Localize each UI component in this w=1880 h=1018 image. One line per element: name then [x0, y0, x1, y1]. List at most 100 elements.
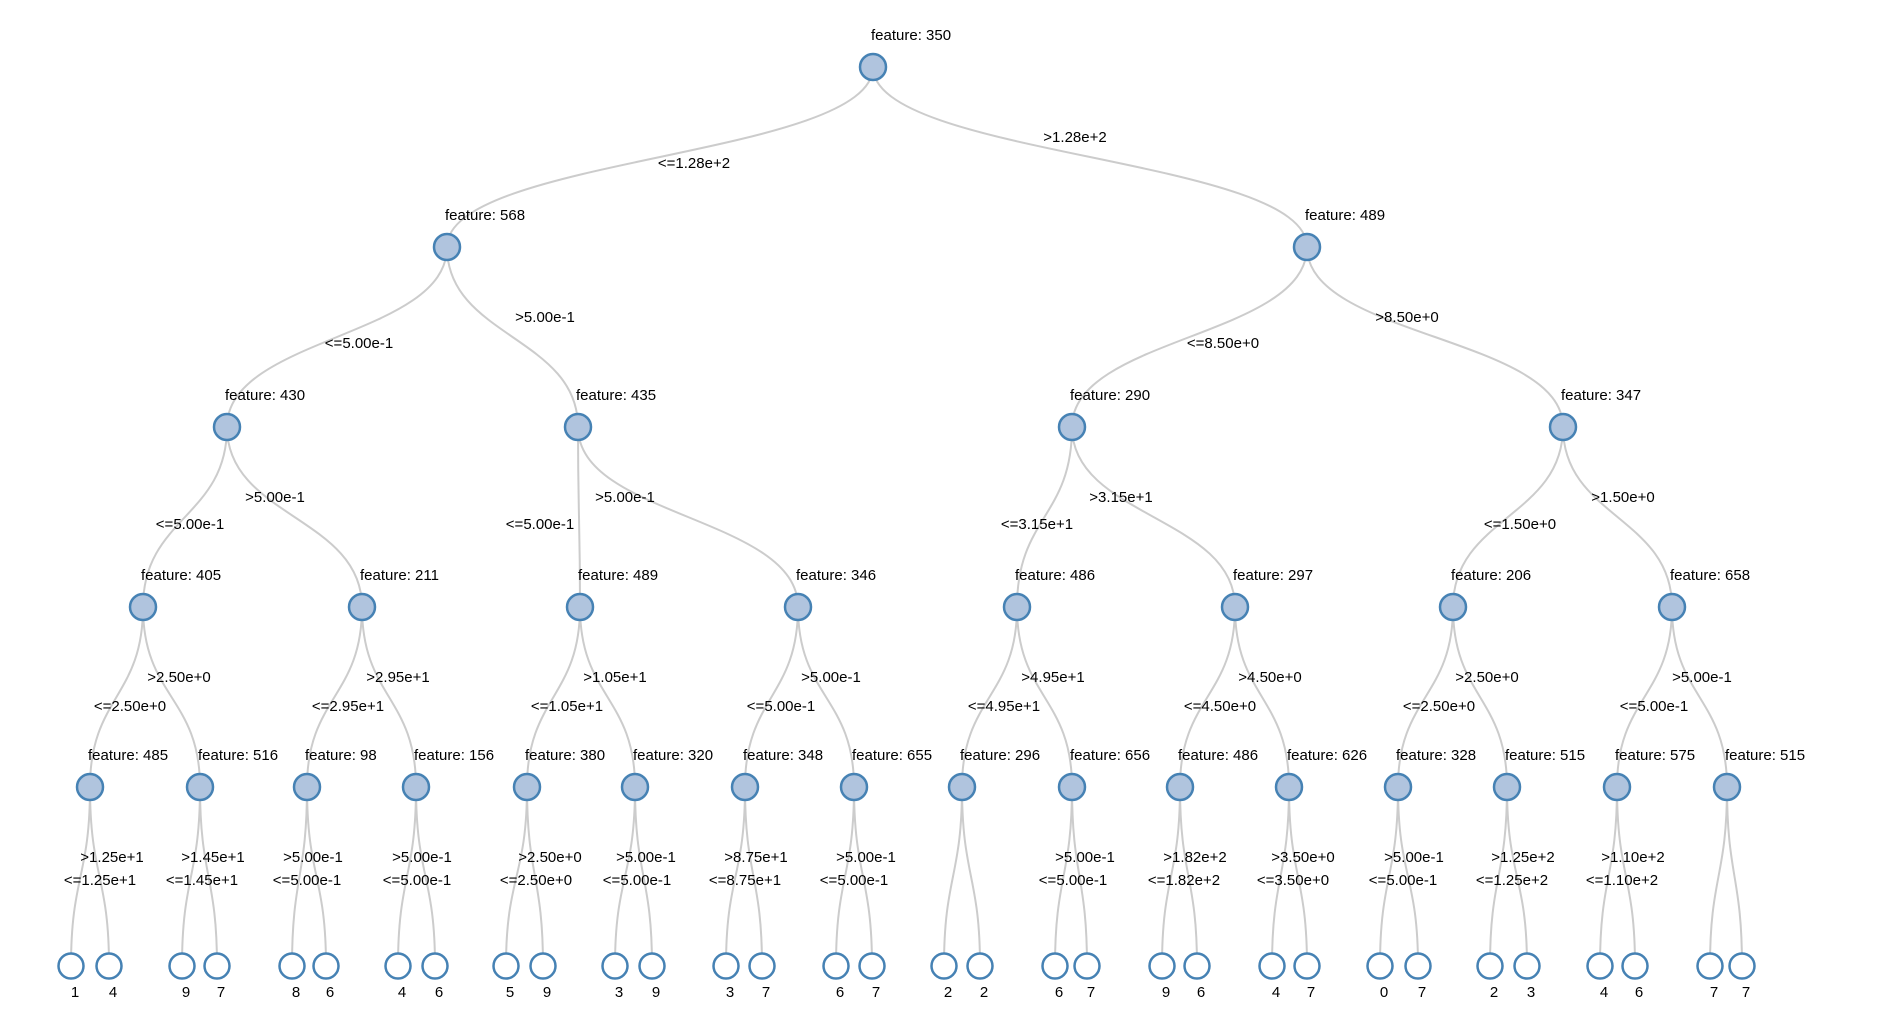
tree-edge — [89, 786, 110, 967]
tree-edge — [835, 786, 855, 967]
tree-edge — [1506, 786, 1528, 967]
internal-node-circle — [1383, 772, 1413, 802]
tree-edge — [142, 606, 201, 788]
leaf-value-label: 7 — [1418, 984, 1426, 1001]
edge-threshold-label: >2.95e+1 — [366, 669, 429, 686]
leaf-value-label: 4 — [1600, 984, 1608, 1001]
edge-threshold-label: <=5.00e-1 — [1369, 872, 1437, 889]
leaf-value-label: 6 — [1635, 984, 1643, 1001]
leaf-node-circle — [95, 952, 123, 980]
edge-threshold-label: <=5.00e-1 — [325, 335, 393, 352]
internal-node-circle — [185, 772, 215, 802]
tree-edge — [1616, 606, 1673, 788]
leaf-node-circle — [1513, 952, 1541, 980]
tree-edge — [1671, 606, 1728, 788]
leaf-node-circle — [1148, 952, 1176, 980]
edge-threshold-label: >3.50e+0 — [1271, 849, 1334, 866]
edge-threshold-label: <=3.15e+1 — [1001, 516, 1073, 533]
tree-edge — [199, 786, 218, 967]
node-feature-label: feature: 347 — [1561, 387, 1641, 404]
leaf-node-circle — [312, 952, 340, 980]
tree-edge — [961, 606, 1018, 788]
node-feature-label: feature: 575 — [1615, 747, 1695, 764]
node-feature-label: feature: 515 — [1505, 747, 1585, 764]
edge-threshold-label: <=5.00e-1 — [747, 698, 815, 715]
leaf-value-label: 9 — [652, 984, 660, 1001]
node-feature-label: feature: 568 — [445, 207, 525, 224]
tree-edge — [526, 606, 581, 788]
edge-threshold-label: >1.25e+1 — [80, 849, 143, 866]
tree-edge — [961, 786, 981, 967]
tree-edge — [853, 786, 873, 967]
tree-edge — [1397, 606, 1454, 788]
internal-node-circle — [858, 52, 888, 82]
leaf-node-circle — [1476, 952, 1504, 980]
tree-edge — [1016, 426, 1073, 608]
edge-threshold-label: <=1.25e+1 — [64, 872, 136, 889]
edge-threshold-label: <=1.82e+2 — [1148, 872, 1220, 889]
tree-edge — [415, 786, 436, 967]
tree-edge — [89, 606, 144, 788]
internal-node-circle — [1712, 772, 1742, 802]
node-feature-label: feature: 405 — [141, 567, 221, 584]
tree-edge — [943, 786, 963, 967]
tree-edge — [634, 786, 653, 967]
internal-node-circle — [1057, 772, 1087, 802]
leaf-value-label: 6 — [326, 984, 334, 1001]
edge-threshold-label: <=1.05e+1 — [531, 698, 603, 715]
tree-edge — [1234, 606, 1290, 788]
leaf-node-circle — [638, 952, 666, 980]
internal-node-circle — [1057, 412, 1087, 442]
internal-node-circle — [1492, 772, 1522, 802]
leaf-node-circle — [601, 952, 629, 980]
node-feature-label: feature: 516 — [198, 747, 278, 764]
tree-edge — [1271, 786, 1290, 967]
edge-threshold-label: <=2.50e+0 — [94, 698, 166, 715]
node-feature-label: feature: 486 — [1178, 747, 1258, 764]
leaf-node-circle — [748, 952, 776, 980]
edge-threshold-label: >8.50e+0 — [1375, 309, 1438, 326]
internal-node-circle — [432, 232, 462, 262]
tree-edge — [1161, 786, 1181, 967]
edge-threshold-label: <=5.00e-1 — [603, 872, 671, 889]
internal-node-circle — [292, 772, 322, 802]
leaf-node-circle — [1293, 952, 1321, 980]
tree-edge — [1397, 786, 1419, 967]
edge-threshold-label: <=1.10e+2 — [1586, 872, 1658, 889]
leaf-value-label: 7 — [1742, 984, 1750, 1001]
edge-threshold-label: <=5.00e-1 — [1620, 698, 1688, 715]
node-feature-label: feature: 211 — [360, 567, 439, 584]
tree-edge — [1306, 246, 1564, 428]
leaf-value-label: 7 — [762, 984, 770, 1001]
leaf-node-circle — [57, 952, 85, 980]
leaf-value-label: 2 — [944, 984, 952, 1001]
edge-threshold-label: <=5.00e-1 — [1039, 872, 1107, 889]
leaf-node-circle — [1621, 952, 1649, 980]
edge-threshold-label: >5.00e-1 — [616, 849, 676, 866]
leaf-value-label: 7 — [1087, 984, 1095, 1001]
leaf-node-circle — [930, 952, 958, 980]
leaf-node-circle — [203, 952, 231, 980]
edge-threshold-label: >1.28e+2 — [1043, 129, 1106, 146]
internal-node-circle — [512, 772, 542, 802]
edge-threshold-label: >1.82e+2 — [1163, 849, 1226, 866]
edge-threshold-label: <=1.25e+2 — [1476, 872, 1548, 889]
leaf-node-circle — [168, 952, 196, 980]
leaf-value-label: 9 — [1162, 984, 1170, 1001]
node-feature-label: feature: 380 — [525, 747, 605, 764]
internal-node-circle — [1274, 772, 1304, 802]
leaf-value-label: 7 — [217, 984, 225, 1001]
tree-edge — [526, 786, 544, 967]
leaf-node-circle — [1404, 952, 1432, 980]
tree-edge — [1489, 786, 1508, 967]
leaf-value-label: 6 — [435, 984, 443, 1001]
edge-threshold-label: >1.45e+1 — [181, 849, 244, 866]
internal-node-circle — [947, 772, 977, 802]
internal-node-circle — [128, 592, 158, 622]
internal-node-circle — [1002, 592, 1032, 622]
edge-threshold-label: >3.15e+1 — [1089, 489, 1152, 506]
tree-edge — [1709, 786, 1728, 967]
edge-threshold-label: >5.00e-1 — [245, 489, 305, 506]
edge-threshold-label: >1.25e+2 — [1491, 849, 1554, 866]
